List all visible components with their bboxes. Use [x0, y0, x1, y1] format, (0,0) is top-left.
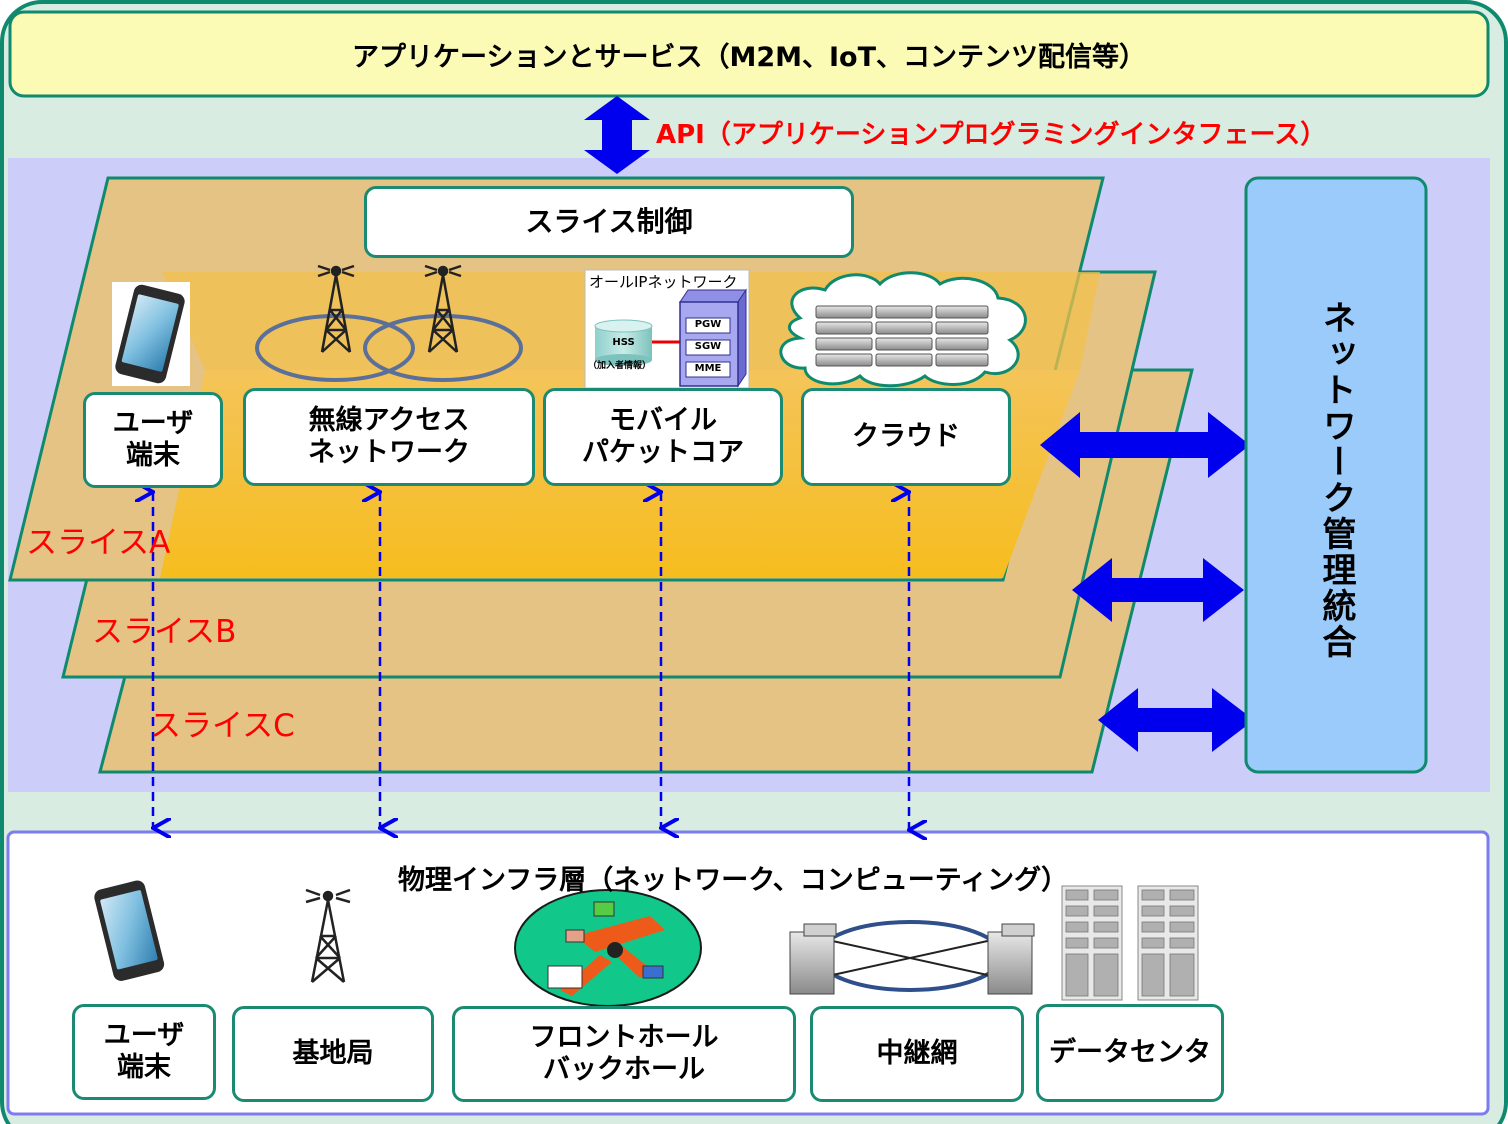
physical-user-terminal-line-2: 端末 [117, 1052, 171, 1083]
cloud-box: クラウド [801, 388, 1011, 486]
management-arrow-c [1098, 688, 1254, 752]
mobile-packet-core-box: モバイル パケットコア [543, 388, 783, 486]
mme-label: MME [694, 363, 722, 374]
hss-label: HSS [612, 337, 635, 348]
data-center-racks-icon [1061, 885, 1199, 1001]
smartphone-icon [112, 282, 190, 386]
fronthaul-backhaul-box: フロントホール バックホール [452, 1006, 796, 1102]
smartphone-icon [94, 880, 165, 981]
management-label: ネットワーク管理統合 [1316, 300, 1356, 660]
base-station-label: 基地局 [292, 1038, 374, 1069]
fronthaul-map-icon [514, 889, 702, 1007]
user-terminal-line-1: ユーザ [112, 408, 194, 439]
slice-control-label: スライス制御 [525, 205, 693, 238]
user-terminal-box: ユーザ 端末 [83, 392, 223, 488]
radio-access-network-box: 無線アクセス ネットワーク [243, 388, 535, 486]
management-arrow-a [1040, 412, 1250, 478]
api-arrow [584, 96, 650, 174]
slice-control-box: スライス制御 [364, 186, 854, 258]
packet-core-line-2: パケットコア [582, 437, 744, 468]
relay-network-icon [789, 920, 1035, 995]
pgw-label: PGW [694, 319, 722, 330]
all-ip-network-title: オールIPネットワーク [589, 273, 738, 291]
application-bar-label: アプリケーションとサービス（M2M、IoT、コンテンツ配信等） [352, 41, 1146, 73]
management-box [1244, 176, 1428, 774]
physical-user-terminal-box: ユーザ 端末 [72, 1004, 216, 1100]
slice-a-label: スライスA [26, 525, 171, 561]
slice-b-label: スライスB [92, 614, 237, 650]
cloud-label: クラウド [852, 421, 960, 452]
base-station-box: 基地局 [232, 1006, 434, 1102]
backhaul-label: バックホール [543, 1054, 705, 1085]
application-bar [8, 10, 1490, 98]
hss-sub-label: （加入者情報） [588, 361, 652, 371]
cloud-servers-icon [779, 271, 1027, 388]
slice-c-label: スライスC [150, 708, 295, 744]
user-terminal-line-2: 端末 [126, 440, 180, 471]
base-station-tower-icon [305, 888, 351, 983]
physical-user-terminal-line-1: ユーザ [103, 1020, 185, 1051]
all-ip-network-icon [584, 269, 750, 389]
fronthaul-label: フロントホール [529, 1022, 719, 1053]
radio-access-line-2: ネットワーク [308, 437, 470, 468]
relay-network-label: 中継網 [876, 1038, 958, 1069]
radio-access-line-1: 無線アクセス [308, 405, 470, 436]
radio-tower-icon [255, 264, 523, 382]
api-label: API（アプリケーションプログラミングインタフェース） [656, 120, 1327, 150]
sgw-label: SGW [694, 341, 722, 352]
data-center-label: データセンタ [1049, 1037, 1211, 1068]
management-arrow-b [1072, 558, 1244, 622]
packet-core-line-1: モバイル [609, 405, 717, 436]
relay-network-box: 中継網 [810, 1006, 1024, 1102]
physical-layer-title: 物理インフラ層（ネットワーク、コンピューティング） [398, 865, 1069, 896]
data-center-box: データセンタ [1036, 1004, 1224, 1102]
